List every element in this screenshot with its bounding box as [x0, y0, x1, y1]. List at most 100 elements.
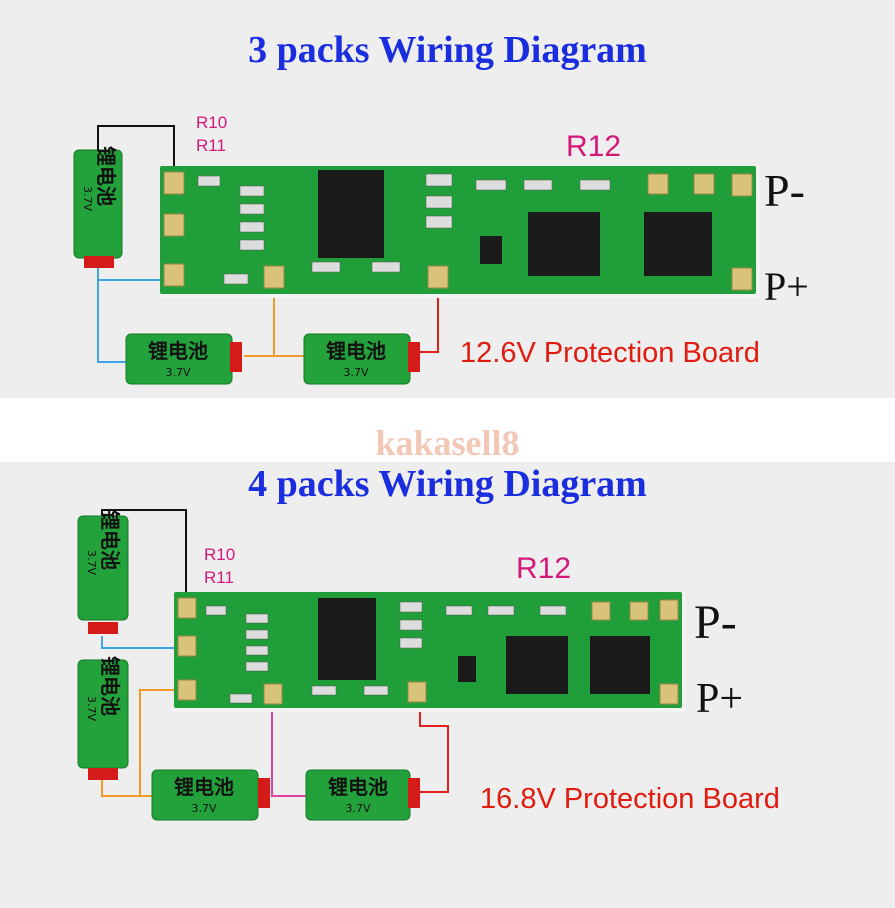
cell-voltage: 3.7V — [345, 802, 370, 815]
label-p-minus: P- — [764, 165, 805, 216]
cell-vertical-1: 锂电池 3.7V — [77, 510, 129, 634]
smd-10 — [425, 195, 453, 209]
pad-b-minus — [163, 171, 185, 195]
pad-test-1 — [591, 601, 611, 621]
label-board-12v6: 12.6V Protection Board — [460, 337, 760, 369]
smd-7 — [475, 179, 507, 191]
title-4pack: 4 packs Wiring Diagram — [248, 463, 647, 505]
smd-13 — [363, 685, 389, 696]
pad-test-2 — [629, 601, 649, 621]
label-r11: R11 — [204, 568, 234, 587]
cell-label: 锂电池 — [98, 656, 122, 716]
label-r10: R10 — [204, 545, 235, 564]
pad-test-2 — [693, 173, 715, 195]
mosfet-2 — [590, 636, 650, 694]
smd-8 — [487, 605, 515, 616]
pad-p-minus — [731, 173, 753, 197]
pad-b-plus — [407, 681, 427, 703]
cell-voltage: 3.7V — [85, 696, 98, 721]
mosfet-1 — [506, 636, 568, 694]
pad-test-1 — [647, 173, 669, 195]
cell-voltage: 3.7V — [343, 366, 368, 379]
wire-red — [419, 696, 449, 793]
cell-horizontal-2: 锂电池 3.7V — [303, 333, 420, 385]
smd-6 — [425, 173, 453, 187]
ic-protection — [318, 170, 384, 258]
pad-b3 — [263, 265, 285, 289]
pad-p-plus — [659, 683, 679, 705]
smd-8 — [523, 179, 553, 191]
ic-protection — [318, 598, 376, 680]
pad-b2 — [177, 679, 197, 701]
mosfet-2 — [644, 212, 712, 276]
smd-14 — [223, 273, 249, 285]
cell-label: 锂电池 — [326, 339, 386, 363]
transistor — [480, 236, 502, 264]
label-p-minus: P- — [694, 596, 737, 649]
pad-b-minus — [177, 597, 197, 619]
smd-5 — [239, 239, 265, 251]
smd-7 — [445, 605, 473, 616]
cell-vertical-2: 锂电池 3.7V — [77, 656, 129, 780]
label-r10: R10 — [196, 113, 227, 132]
smd-3 — [245, 629, 269, 640]
label-p-plus: P+ — [696, 676, 743, 722]
title-3pack: 3 packs Wiring Diagram — [248, 29, 647, 71]
diagram-4pack: R10 R11 R12 P- P+ 16.8V Protection Board… — [77, 509, 780, 821]
cell-label: 锂电池 — [98, 510, 122, 570]
smd-13 — [371, 261, 401, 273]
pad-b1 — [177, 635, 197, 657]
smd-3 — [239, 203, 265, 215]
smd-9 — [539, 605, 567, 616]
cell-label: 锂电池 — [148, 339, 208, 363]
smd-11 — [399, 637, 423, 649]
wire-orange — [139, 689, 186, 796]
diagram-3pack: R10 R11 R12 P- P+ 12.6V Protection Board… — [73, 113, 809, 385]
label-p-plus: P+ — [764, 264, 809, 309]
smd-1 — [197, 175, 221, 187]
cell-label: 锂电池 — [328, 775, 388, 799]
cell-voltage: 3.7V — [165, 366, 190, 379]
smd-9 — [579, 179, 611, 191]
cell-horizontal-1: 锂电池 3.7V — [125, 333, 242, 385]
wire-blue — [97, 268, 126, 363]
smd-11 — [425, 215, 453, 229]
watermark: kakasell8 — [375, 423, 520, 463]
smd-4 — [239, 221, 265, 233]
smd-2 — [245, 613, 269, 624]
cell-voltage: 3.7V — [191, 802, 216, 815]
cell-horizontal-2: 锂电池 3.7V — [305, 769, 420, 821]
wire-black — [97, 125, 175, 182]
label-r11: R11 — [196, 136, 226, 155]
smd-10 — [399, 619, 423, 631]
smd-4 — [245, 645, 269, 656]
wire-orange-low — [101, 776, 152, 797]
smd-12 — [311, 685, 337, 696]
mosfet-1 — [528, 212, 600, 276]
panel-4pack: 4 packs Wiring Diagram — [0, 462, 895, 908]
pad-b-plus — [427, 265, 449, 289]
cell-vertical-1: 锂电池 3.7V — [73, 146, 123, 268]
smd-1 — [205, 605, 227, 616]
smd-14 — [229, 693, 253, 704]
wire-red — [420, 278, 439, 353]
pcb-board — [160, 166, 756, 294]
pad-b1 — [163, 213, 185, 237]
label-r12: R12 — [516, 552, 571, 585]
cell-horizontal-1: 锂电池 3.7V — [151, 769, 270, 821]
smd-12 — [311, 261, 341, 273]
wire-black — [101, 509, 187, 600]
pad-b3 — [263, 683, 283, 705]
label-r12: R12 — [566, 130, 621, 163]
smd-5 — [245, 661, 269, 672]
cell-voltage: 3.7V — [81, 186, 94, 211]
transistor — [458, 656, 476, 682]
pad-b2 — [163, 263, 185, 287]
wire-blue — [101, 634, 187, 649]
cell-voltage: 3.7V — [85, 550, 98, 575]
cell-label: 锂电池 — [174, 775, 234, 799]
label-board-16v8: 16.8V Protection Board — [480, 783, 780, 815]
pad-p-plus — [731, 267, 753, 291]
smd-6 — [399, 601, 423, 613]
